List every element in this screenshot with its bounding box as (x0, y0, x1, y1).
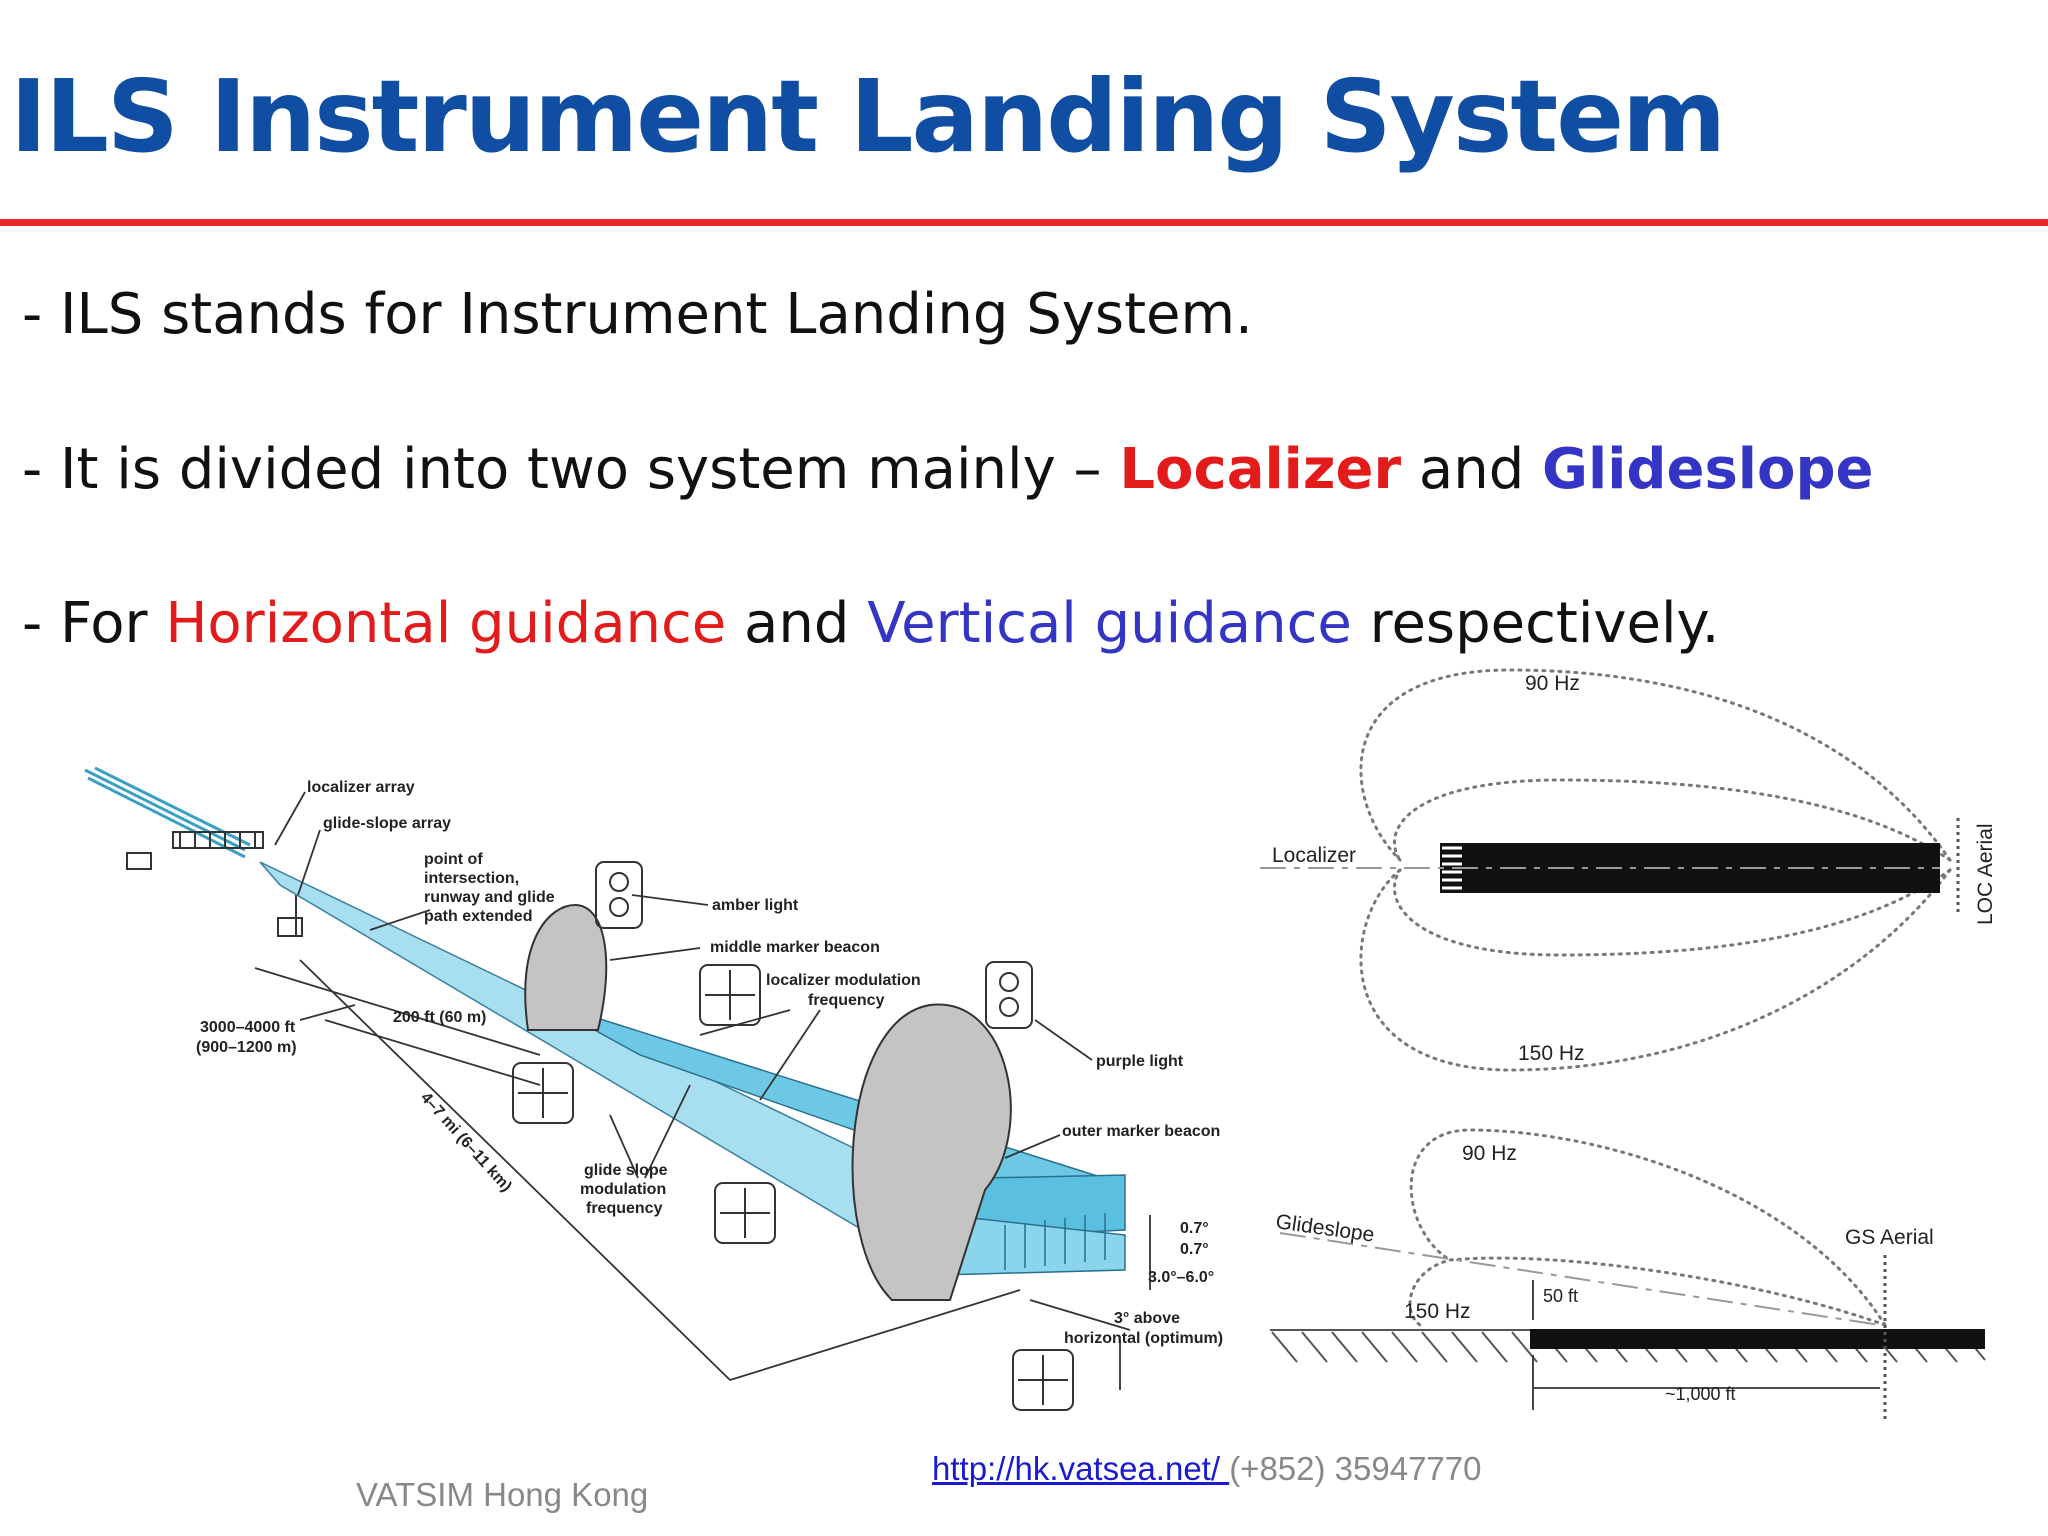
bullet-components: - It is divided into two system mainly –… (22, 437, 1874, 502)
footer-organization: VATSIM Hong Kong (356, 1476, 649, 1513)
label-ang-opt-2: horizontal (optimum) (1064, 1330, 1223, 1347)
bullet-guidance-prefix: - For (22, 591, 166, 656)
label-gs-aerial: GS Aerial (1845, 1226, 1934, 1249)
glideslope-term: Glideslope (1542, 437, 1874, 502)
label-glideslope: Glideslope (1274, 1210, 1375, 1247)
label-gs-mod-1: glide slope (584, 1162, 668, 1179)
label-loc-90hz: 90 Hz (1525, 672, 1580, 695)
label-purple-light: purple light (1096, 1053, 1184, 1070)
localizer-array-icon (126, 831, 264, 870)
title-divider (0, 219, 2048, 226)
diagram-leader-lines (274, 791, 1093, 1179)
label-gs-mod-3: frequency (586, 1200, 663, 1217)
label-gs-90hz: 90 Hz (1462, 1142, 1517, 1165)
middle-marker-lobe (524, 903, 608, 1031)
amber-light-indicator (595, 861, 643, 929)
label-middle-marker: middle marker beacon (710, 939, 880, 956)
label-amber-light: amber light (712, 897, 799, 914)
label-point-4: path extended (424, 908, 532, 925)
label-loc-mod-1: localizer modulation (766, 972, 921, 989)
label-dist-mi: 4–7 mi (6–11 km) (417, 1089, 515, 1195)
course-indicator-4 (1012, 1349, 1074, 1411)
bullet-guidance: - For Horizontal guidance and Vertical g… (22, 591, 1719, 656)
label-localizer-array: localizer array (307, 779, 415, 796)
label-ang-range: 3.0°–6.0° (1148, 1269, 1214, 1286)
label-loc-aerial: LOC Aerial (1974, 823, 1997, 925)
label-dist-2: (900–1200 m) (196, 1039, 297, 1056)
outer-marker-lobe (851, 1003, 1012, 1301)
glideslope-dimensions (1532, 1280, 1880, 1410)
glide-slope-array-icon (277, 895, 303, 937)
label-glide-slope-array: glide-slope array (323, 815, 451, 832)
label-gs-150hz: 150 Hz (1404, 1300, 1471, 1323)
slide-title: ILS Instrument Landing System (10, 58, 1726, 175)
antenna-labels: 90 Hz 150 Hz Localizer LOC Aerial 90 Hz … (1272, 672, 1997, 1404)
label-point-1: point of (424, 851, 483, 868)
label-50ft: 50 ft (1543, 1286, 1578, 1306)
label-dist-200: 200 ft (60 m) (393, 1009, 486, 1026)
bullet-components-and: and (1401, 437, 1543, 502)
label-loc-mod-2: frequency (808, 992, 885, 1009)
label-gs-mod-2: modulation (580, 1181, 666, 1198)
label-dist-1: 3000–4000 ft (200, 1019, 296, 1036)
localizer-runway (1440, 843, 1940, 893)
footer-contact: http://hk.vatsea.net/ (+852) 35947770 (932, 1450, 1482, 1488)
localizer-term: Localizer (1119, 437, 1402, 502)
glideslope-runway (1530, 1329, 1985, 1349)
label-point-3: runway and glide (424, 889, 555, 906)
glide-path-beam (259, 861, 1127, 1276)
localizer-runway-threshold (1442, 846, 1462, 890)
ground-hatching (1271, 1331, 1986, 1363)
glideslope-lobes (1408, 1128, 1887, 1327)
course-indicator-1 (699, 964, 761, 1026)
course-indicator-2 (512, 1062, 574, 1124)
bullet-components-prefix: - It is divided into two system mainly – (22, 437, 1120, 502)
diagram-labels: localizer array glide-slope array point … (196, 779, 1223, 1347)
purple-light-indicator (985, 961, 1033, 1029)
distance-dimension-lines (254, 959, 1151, 1390)
glideslope-path-line (1279, 1232, 1881, 1326)
vertical-guidance-term: Vertical guidance (867, 591, 1352, 656)
label-ang-07a: 0.7° (1180, 1220, 1209, 1237)
label-ang-opt-1: 3° above (1114, 1310, 1180, 1327)
bullet-guidance-and: and (726, 591, 868, 656)
bullet-guidance-suffix: respectively. (1351, 591, 1720, 656)
footer-phone: (+852) 35947770 (1229, 1450, 1482, 1487)
label-localizer: Localizer (1272, 844, 1356, 867)
label-point-2: intersection, (424, 870, 519, 887)
footer-website-link[interactable]: http://hk.vatsea.net/ (932, 1450, 1230, 1487)
horizontal-guidance-term: Horizontal guidance (165, 591, 727, 656)
label-loc-150hz: 150 Hz (1518, 1042, 1585, 1065)
bullet-definition-text: - ILS stands for Instrument Landing Syst… (22, 282, 1253, 347)
course-indicator-3 (714, 1182, 776, 1244)
label-1000ft: ~1,000 ft (1665, 1384, 1736, 1404)
localizer-beam (84, 766, 251, 859)
label-ang-07b: 0.7° (1180, 1241, 1209, 1258)
bullet-definition: - ILS stands for Instrument Landing Syst… (22, 282, 1253, 347)
localizer-lobes (1359, 668, 1952, 1072)
label-outer-marker: outer marker beacon (1062, 1123, 1220, 1140)
